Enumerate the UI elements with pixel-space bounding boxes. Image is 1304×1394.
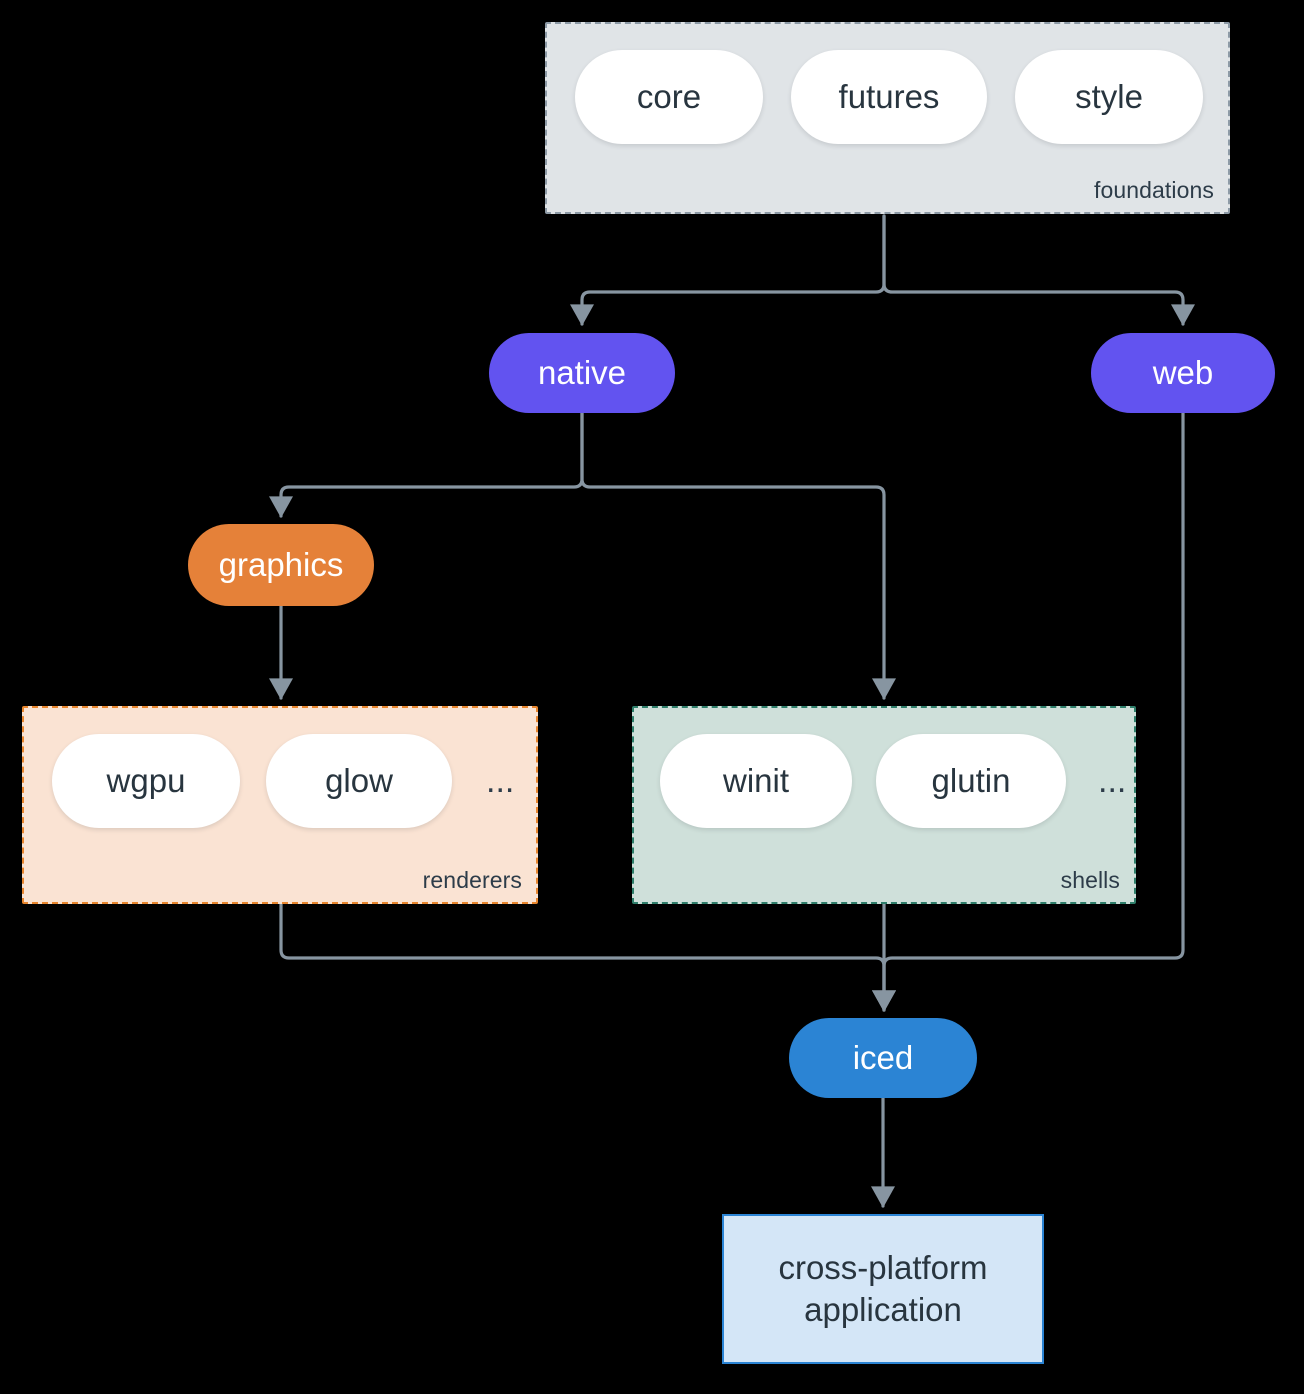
crate-wgpu-label: wgpu	[106, 762, 186, 799]
node-iced-label: iced	[852, 1039, 914, 1076]
node-web-label: web	[1152, 354, 1214, 391]
node-web[interactable]: web	[1091, 333, 1275, 413]
edge-foundations-to-native	[570, 214, 886, 326]
group-shells[interactable]: winit glutin ... shells	[632, 706, 1136, 904]
node-graphics[interactable]: graphics	[188, 524, 374, 606]
foundations-item-row: core futures style	[575, 50, 1203, 144]
crate-glow[interactable]: glow	[266, 734, 452, 828]
shells-more-indicator: ...	[1098, 762, 1127, 800]
crate-winit[interactable]: winit	[660, 734, 852, 828]
crate-futures[interactable]: futures	[791, 50, 987, 144]
crate-style-label: style	[1075, 78, 1143, 115]
edge-native-to-shells	[580, 411, 896, 700]
crate-glutin-label: glutin	[931, 762, 1011, 799]
application-label-line2: application	[804, 1291, 962, 1328]
crate-style[interactable]: style	[1015, 50, 1203, 144]
group-renderers[interactable]: wgpu glow ... renderers	[22, 706, 538, 904]
edge-renderers-to-iced	[279, 902, 896, 1012]
renderers-item-row: wgpu glow ...	[52, 734, 522, 828]
crate-winit-label: winit	[722, 762, 790, 799]
renderers-more-indicator: ...	[486, 762, 515, 800]
edge-native-to-graphics	[269, 411, 584, 518]
crate-glow-label: glow	[325, 762, 393, 799]
group-foundations[interactable]: core futures style foundations	[545, 22, 1230, 214]
node-native[interactable]: native	[489, 333, 675, 413]
node-cross-platform-application[interactable]: cross-platform application	[722, 1214, 1044, 1364]
group-foundations-label: foundations	[1093, 177, 1214, 203]
node-graphics-label: graphics	[218, 546, 344, 583]
node-iced[interactable]: iced	[789, 1018, 977, 1098]
edge-foundations-to-web	[882, 214, 1195, 326]
application-label-line1: cross-platform	[778, 1248, 988, 1286]
group-shells-label: shells	[1060, 867, 1120, 893]
shells-item-row: winit glutin ...	[660, 734, 1134, 828]
node-native-label: native	[537, 354, 627, 391]
crate-core-label: core	[636, 78, 702, 115]
crate-glutin[interactable]: glutin	[876, 734, 1066, 828]
group-renderers-label: renderers	[422, 867, 522, 893]
crate-futures-label: futures	[838, 78, 940, 115]
crate-wgpu[interactable]: wgpu	[52, 734, 240, 828]
crate-core[interactable]: core	[575, 50, 763, 144]
